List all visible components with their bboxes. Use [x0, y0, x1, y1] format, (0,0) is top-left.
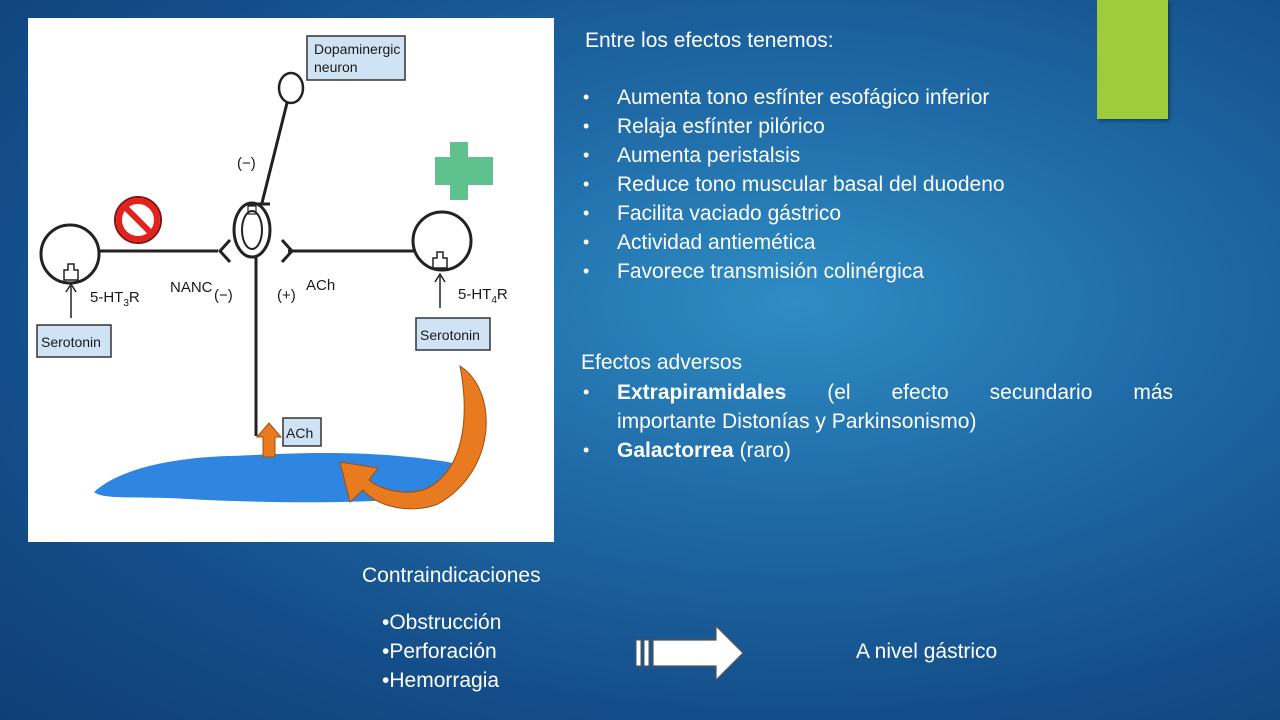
nanc-label: NANC — [170, 279, 213, 296]
list-item: • Aumenta tono esfínter esofágico inferio… — [583, 83, 1005, 112]
bullet: • — [583, 232, 590, 252]
effects-title: Entre los efectos tenemos: — [585, 29, 834, 52]
list-item: •Perforación — [382, 640, 497, 663]
receptor-square — [247, 205, 257, 215]
central-neuron-inner — [241, 210, 263, 250]
diagram-svg: Dopaminergic neuron (−) 5-HT3R Serotonin — [36, 35, 508, 510]
nanc-minus-label: (−) — [214, 287, 233, 304]
effect-text: Aumenta peristalsis — [617, 144, 801, 167]
list-item: • Extrapiramidales (el efecto secundario … — [583, 378, 1173, 407]
bullet: • — [583, 440, 590, 460]
right-neuron — [411, 210, 473, 272]
dopaminergic-label-1: Dopaminergic — [314, 41, 400, 57]
effects-list: • Aumenta tono esfínter esofágico inferio… — [583, 83, 1005, 286]
adverse-rest: (raro) — [733, 439, 791, 462]
adverse-bold: Galactorrea — [617, 439, 734, 462]
accent-bar — [1097, 0, 1168, 119]
serotonin-box-left — [36, 324, 112, 358]
ach-right-label: ACh — [306, 277, 335, 294]
left-neuron — [39, 223, 101, 285]
adverse-bold: Extrapiramidales — [617, 381, 787, 404]
right-receptor — [432, 251, 448, 269]
adverse-title: Efectos adversos — [581, 351, 743, 374]
list-item: • Actividad antiemética — [583, 228, 1005, 257]
central-neuron — [232, 201, 272, 259]
list-item: • Reduce tono muscular basal del duodeno — [583, 170, 1005, 199]
bullet: • — [583, 261, 590, 281]
gastric-label: A nivel gástrico — [856, 640, 998, 663]
left-receptor — [63, 263, 79, 281]
right-arrow-icon — [635, 624, 744, 682]
left-terminal — [217, 238, 232, 264]
dopaminergic-axon — [260, 102, 289, 204]
dopaminergic-soma — [277, 71, 305, 105]
list-item: •Obstrucción — [382, 611, 502, 634]
right-arrow-head — [434, 272, 446, 283]
dopaminergic-box — [306, 35, 406, 81]
plus-label: (+) — [277, 287, 296, 304]
left-arrow-head — [65, 282, 77, 293]
adverse-rest-line2: importante Distonías y Parkinsonismo) — [617, 410, 977, 433]
dopaminergic-label-2: neuron — [314, 59, 358, 75]
list-item: • Favorece transmisión colinérgica — [583, 257, 1005, 286]
effect-text: Reduce tono muscular basal del duodeno — [617, 173, 1005, 196]
effect-text: Aumenta tono esfínter esofágico inferior — [617, 86, 990, 109]
serotonin-box-right — [415, 317, 491, 351]
plus-cross-icon — [435, 142, 493, 200]
contra-list: •Obstrucción •Perforación •Hemorragia — [382, 608, 501, 695]
ht3-label: 5-HT3R — [90, 289, 140, 309]
right-terminal — [280, 238, 295, 264]
ach-box — [282, 417, 322, 447]
adverse-list: • Extrapiramidales (el efecto secundario … — [583, 378, 1173, 465]
bullet: • — [583, 145, 590, 165]
up-arrow-icon — [255, 422, 283, 458]
neuron-diagram: Dopaminergic neuron (−) 5-HT3R Serotonin — [28, 18, 554, 542]
list-item: •Hemorragia — [382, 669, 500, 692]
serotonin-right-label: Serotonin — [420, 327, 480, 343]
effect-text: Relaja esfínter pilórico — [617, 115, 825, 138]
ht4-label: 5-HT4R — [458, 286, 508, 306]
bullet: • — [583, 87, 590, 107]
list-item: • Galactorrea (raro) — [583, 436, 1173, 465]
curved-arrow-icon — [339, 364, 487, 510]
serotonin-left-label: Serotonin — [41, 334, 101, 350]
ach-bottom-label: ACh — [286, 425, 313, 441]
list-item: • Facilita vaciado gástrico — [583, 199, 1005, 228]
list-item: importante Distonías y Parkinsonismo) — [583, 407, 1173, 436]
list-item: • Relaja esfínter pilórico — [583, 112, 1005, 141]
bullet: • — [583, 116, 590, 136]
minus-top-label: (−) — [237, 155, 256, 172]
effect-text: Favorece transmisión colinérgica — [617, 260, 924, 283]
effect-text: Facilita vaciado gástrico — [617, 202, 842, 225]
adverse-rest: (el efecto secundario más — [786, 381, 1173, 404]
bullet: • — [583, 382, 590, 402]
list-item: • Aumenta peristalsis — [583, 141, 1005, 170]
bullet: • — [583, 174, 590, 194]
bullet: • — [583, 203, 590, 223]
prohibition-icon — [114, 196, 162, 244]
effect-text: Actividad antiemética — [617, 231, 816, 254]
contra-title: Contraindicaciones — [362, 564, 541, 587]
